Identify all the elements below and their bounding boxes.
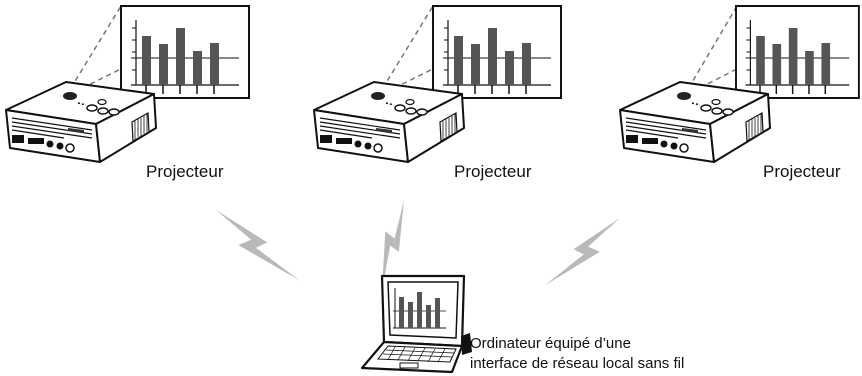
wireless-signal-icon: [544, 218, 620, 286]
computer-label-line2: interface de réseau local sans fil: [470, 355, 685, 372]
projector-label: Projecteur: [146, 162, 224, 181]
projector-icon: [619, 81, 771, 163]
projector-icon: [313, 81, 465, 163]
projector-icon: [5, 81, 157, 163]
projected-screen-icon: [735, 5, 860, 99]
wireless-signal-icon: [216, 210, 300, 281]
laptop-icon: [360, 274, 472, 374]
projector-label: Projecteur: [763, 162, 841, 181]
projected-screen-icon: [120, 5, 250, 99]
projected-screen-icon: [432, 5, 562, 99]
computer-label-line1: Ordinateur équipé d’une: [470, 335, 631, 352]
projector-label: Projecteur: [454, 162, 532, 181]
